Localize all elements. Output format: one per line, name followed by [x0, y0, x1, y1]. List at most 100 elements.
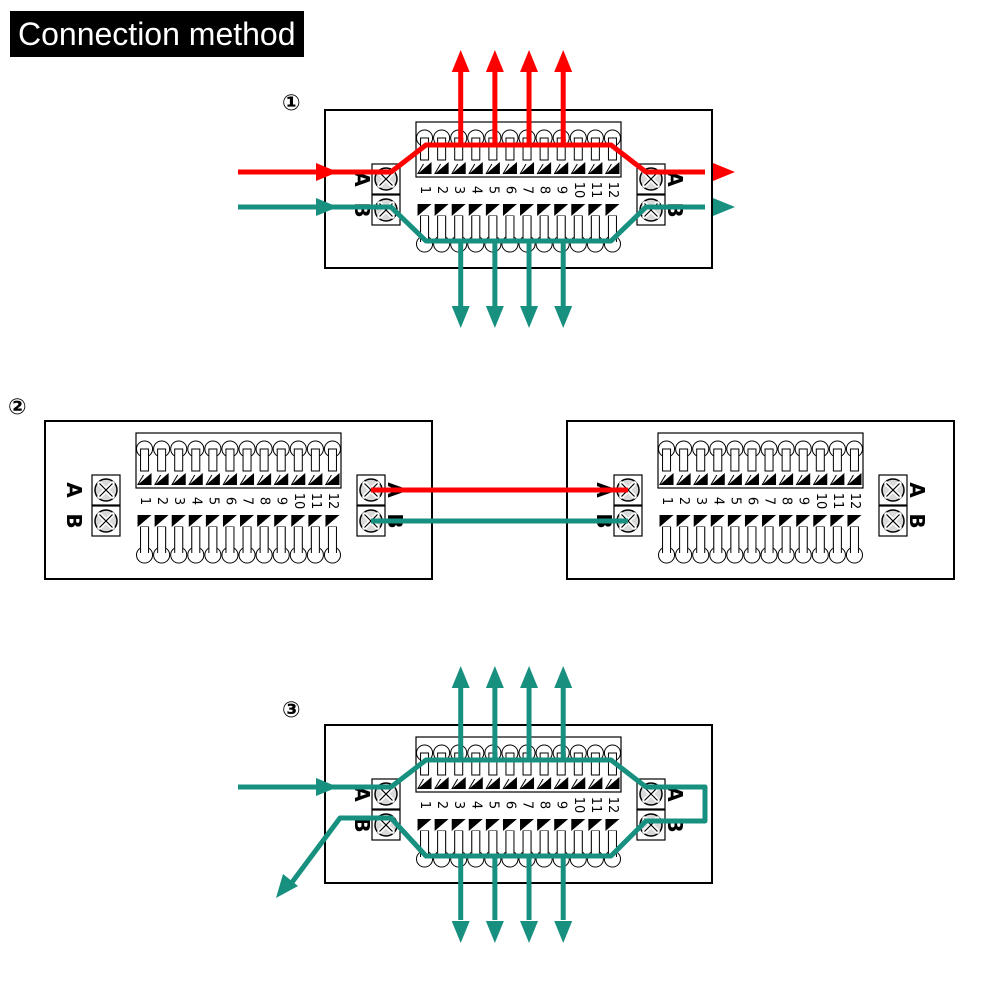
arrow-b-output: [451, 306, 470, 328]
terminal-pin: [573, 752, 583, 776]
terminal-pin: [471, 752, 481, 776]
terminal-wedge-edge: [519, 778, 527, 790]
terminal-number: 7: [240, 497, 255, 505]
terminal-wedge-edge: [587, 163, 595, 175]
terminal-pin: [679, 448, 689, 472]
terminal-number: 12: [605, 797, 620, 814]
terminal-pin: [590, 752, 600, 776]
terminal-wedge: [485, 777, 500, 789]
terminal-number: 2: [154, 497, 169, 505]
terminal-pin: [730, 448, 740, 472]
terminal-wedge: [744, 473, 759, 485]
terminal-wedge: [605, 777, 620, 789]
terminal-wedge: [502, 819, 517, 831]
terminal-pin-fill: [471, 216, 481, 242]
terminal-wedge: [485, 162, 500, 174]
terminal-pin: [259, 448, 269, 472]
terminal-bank-top: [135, 432, 342, 489]
terminal-wedge-edge: [778, 474, 786, 486]
screw-right-a: [878, 474, 908, 506]
terminal-number: 10: [291, 493, 306, 510]
label-a: A: [350, 786, 374, 802]
terminal-wedge: [325, 473, 340, 485]
terminal-wedge-edge: [570, 163, 578, 175]
terminal-wedge: [188, 515, 203, 527]
terminal-wedge: [744, 515, 759, 527]
terminal-pin: [781, 448, 791, 472]
arrow-top-output: [554, 666, 573, 688]
screw-slot-outline: [886, 483, 900, 497]
terminal-wedge: [434, 819, 449, 831]
terminal-wedge-edge: [795, 474, 803, 486]
terminal-wedge: [468, 819, 483, 831]
terminal-number: 9: [796, 497, 811, 505]
terminal-number: 8: [537, 186, 552, 194]
terminal-pin-fill: [310, 527, 320, 553]
terminal-pin: [505, 752, 515, 776]
terminal-bank-top: [657, 432, 864, 489]
terminal-pin-fill: [556, 216, 566, 242]
terminal-pin: [832, 448, 842, 472]
terminal-wedge: [222, 473, 237, 485]
terminal-wedge: [796, 515, 811, 527]
terminal-wedge: [502, 777, 517, 789]
terminal-wedge: [588, 162, 603, 174]
terminal-wedge: [257, 515, 272, 527]
terminal-number: 9: [554, 801, 569, 809]
terminal-pin-fill: [781, 527, 791, 553]
terminal-wedge: [451, 162, 466, 174]
terminal-wedge: [588, 819, 603, 831]
terminal-pin-fill: [488, 216, 498, 242]
terminal-wedge: [171, 473, 186, 485]
terminal-pin-fill: [454, 831, 464, 857]
terminal-wedge-edge: [205, 474, 213, 486]
terminal-wedge: [554, 819, 569, 831]
terminal-wedge: [847, 515, 862, 527]
terminal-wedge: [257, 473, 272, 485]
terminal-wedge-edge: [154, 474, 162, 486]
terminal-pin-fill: [488, 831, 498, 857]
terminal-wedge: [605, 204, 620, 216]
terminal-wedge: [274, 473, 289, 485]
terminal-wedge: [451, 204, 466, 216]
terminal-wedge: [659, 515, 674, 527]
terminal-wedge: [762, 515, 777, 527]
terminal-number: 1: [659, 497, 674, 505]
terminal-wedge: [468, 204, 483, 216]
terminal-wedge: [676, 473, 691, 485]
terminal-pin-fill: [420, 216, 430, 242]
terminal-pin-fill: [437, 216, 447, 242]
terminal-number: 4: [468, 186, 483, 194]
terminal-wedge-edge: [553, 163, 561, 175]
terminal-wedge: [554, 777, 569, 789]
terminal-wedge-edge: [605, 778, 612, 790]
terminal-wedge: [813, 515, 828, 527]
terminal-pin-fill: [437, 831, 447, 857]
terminal-wedge-edge: [744, 474, 752, 486]
terminal-wedge: [571, 162, 586, 174]
terminal-wedge: [693, 515, 708, 527]
terminal-pin-fill: [696, 527, 706, 553]
terminal-pin-fill: [798, 527, 808, 553]
terminal-pin-fill: [747, 527, 757, 553]
terminal-pin-fill: [573, 216, 583, 242]
terminal-pin: [225, 448, 235, 472]
arrow-a-output: [485, 50, 504, 72]
terminal-wedge-edge: [222, 474, 230, 486]
terminal-wedge: [554, 204, 569, 216]
terminal-pin-fill: [505, 216, 515, 242]
screw-right-b: [878, 505, 908, 537]
terminal-wedge: [240, 473, 255, 485]
terminal-wedge-edge: [239, 474, 247, 486]
terminal-pin: [437, 752, 447, 776]
terminal-pin-fill: [764, 527, 774, 553]
terminal-wedge-edge: [710, 474, 718, 486]
terminal-wedge: [693, 473, 708, 485]
wire-b-teal: [238, 204, 705, 244]
terminal-wedge-edge: [812, 474, 820, 486]
terminal-number: 7: [762, 497, 777, 505]
terminal-pin-fill: [208, 527, 218, 553]
terminal-pin-fill: [815, 527, 825, 553]
arrow-bottom-output: [520, 921, 539, 943]
